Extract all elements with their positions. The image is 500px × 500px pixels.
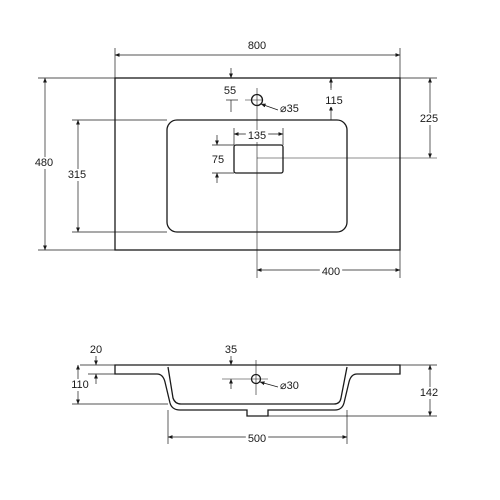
label-background	[278, 103, 301, 115]
basin-outline	[114, 77, 401, 251]
label-tap-diameter: ⌀35	[280, 103, 299, 115]
side-profile-inner	[167, 366, 348, 405]
label-background	[245, 433, 269, 445]
label-drain-back: 225	[420, 113, 438, 125]
leader-tap-diameter	[260, 103, 279, 111]
label-tap-offset: 55	[224, 85, 236, 97]
side-view: 20 110 35 ⌀30 142 500	[69, 344, 441, 445]
label-background	[65, 169, 89, 181]
label-background	[32, 157, 56, 169]
label-background	[221, 85, 239, 97]
label-background	[209, 154, 227, 166]
label-background	[87, 344, 105, 356]
label-rim-thickness: 20	[90, 344, 102, 356]
top-view: 800 480 315 55 ⌀35 115 225 135	[32, 40, 441, 278]
label-background	[417, 113, 441, 125]
label-background	[69, 379, 91, 391]
label-overflow-diameter: ⌀30	[280, 380, 299, 392]
drain-slot	[233, 144, 284, 174]
label-tap-back: 115	[325, 95, 343, 107]
label-background	[278, 380, 301, 392]
label-overflow-width: 135	[248, 130, 266, 142]
label-width: 800	[248, 40, 266, 52]
label-bowl-width: 500	[248, 433, 266, 445]
label-drain-side: 400	[322, 266, 340, 278]
side-profile-outer	[114, 364, 401, 417]
label-total-height: 142	[420, 387, 438, 399]
label-overflow-height: 75	[212, 154, 224, 166]
label-background	[319, 266, 343, 278]
label-background	[245, 40, 269, 52]
leader-overflow-diameter	[259, 381, 279, 388]
label-background	[323, 95, 345, 107]
label-overflow-offset: 35	[225, 344, 237, 356]
label-background	[245, 130, 269, 142]
label-bowl-height: 110	[71, 379, 89, 391]
label-bowl-depth: 315	[68, 169, 86, 181]
label-depth: 480	[35, 157, 53, 169]
label-background	[222, 344, 240, 356]
label-background	[417, 387, 441, 399]
